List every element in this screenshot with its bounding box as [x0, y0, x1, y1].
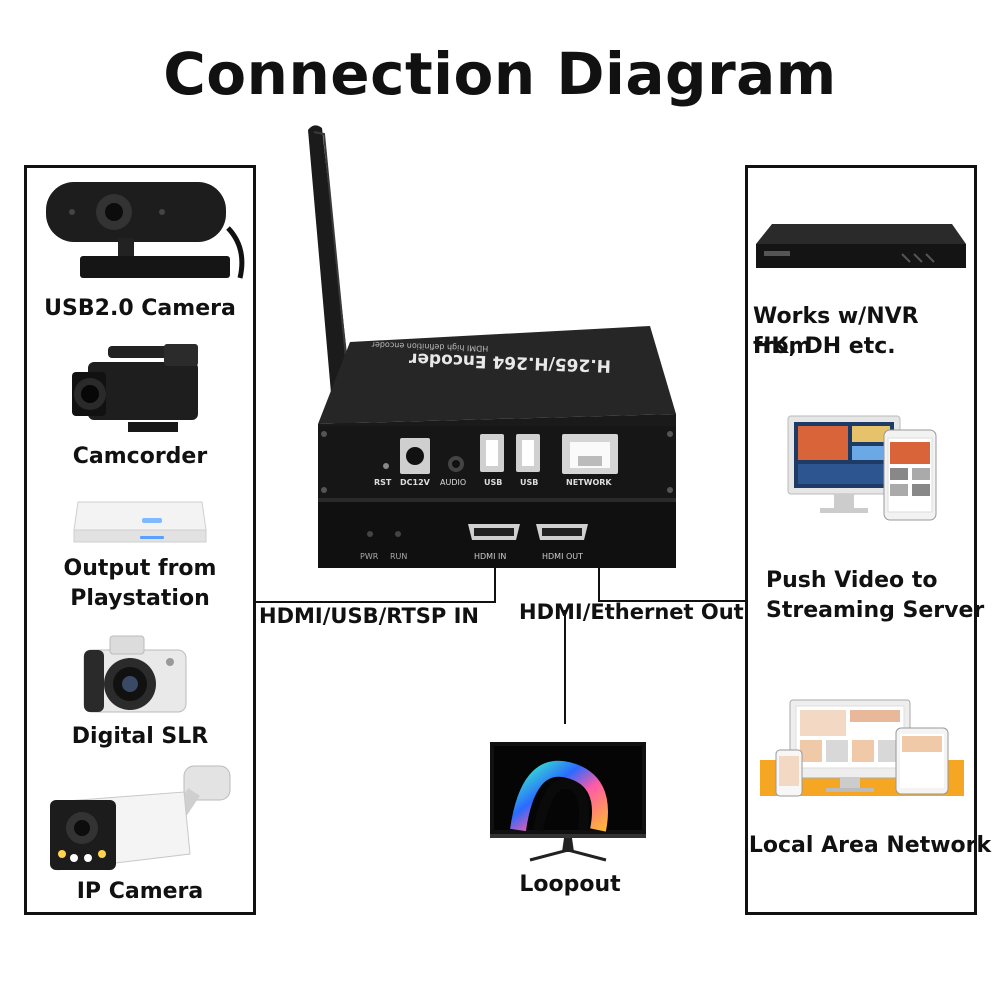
wire-input-horizontal	[256, 601, 496, 603]
port-label-rst: RST	[374, 478, 392, 487]
wire-loopout-vertical	[564, 610, 566, 724]
port-label-audio: AUDIO	[440, 478, 467, 487]
port-label-hdmi-out: HDMI OUT	[542, 552, 584, 561]
output-label-lan: Local Area Network	[748, 833, 992, 858]
input-label-camcorder: Camcorder	[72, 444, 208, 469]
input-connection-label: HDMI/USB/RTSP IN	[259, 604, 480, 628]
output-label-nvr-line1: Works w/NVR from	[753, 304, 919, 359]
input-label-console-line2: Playstation	[70, 586, 210, 611]
game-console-icon	[73, 501, 207, 543]
webcam-icon	[46, 182, 245, 279]
led-label-run: RUN	[390, 552, 408, 561]
input-label-usb-camera: USB2.0 Camera	[44, 296, 236, 321]
streaming-devices-icon	[787, 415, 937, 521]
port-label-dc12v: DC12V	[400, 478, 430, 487]
port-label-usb-2: USB	[520, 478, 539, 487]
input-label-dslr: Digital SLR	[71, 724, 209, 749]
ip-camera-icon	[50, 765, 231, 871]
wire-input-vertical	[494, 568, 496, 603]
output-targets-panel	[745, 165, 977, 915]
dslr-camera-icon	[83, 635, 187, 713]
led-label-pwr: PWR	[360, 552, 379, 561]
nvr-icon	[756, 224, 966, 268]
page-title: Connection Diagram	[163, 40, 837, 108]
output-label-streaming-line2: Streaming Server	[766, 598, 985, 623]
encoder-device	[318, 326, 676, 568]
port-label-hdmi-in: HDMI IN	[474, 552, 507, 561]
monitor-icon	[490, 742, 646, 862]
output-connection-label: HDMI/Ethernet Out	[519, 600, 744, 624]
wire-output-vertical	[598, 568, 600, 602]
lan-devices-icon	[760, 699, 964, 797]
port-label-network: NETWORK	[566, 478, 612, 487]
camcorder-icon	[72, 344, 198, 432]
port-label-usb-1: USB	[484, 478, 503, 487]
loopout-label: Loopout	[519, 872, 621, 897]
input-label-ip-camera: IP Camera	[76, 879, 204, 904]
output-label-nvr-line2: HK, DH etc.	[753, 334, 896, 359]
input-label-console-line1: Output from	[63, 556, 217, 581]
wire-output-horizontal	[598, 600, 745, 602]
output-label-streaming-line1: Push Video to	[766, 568, 938, 593]
